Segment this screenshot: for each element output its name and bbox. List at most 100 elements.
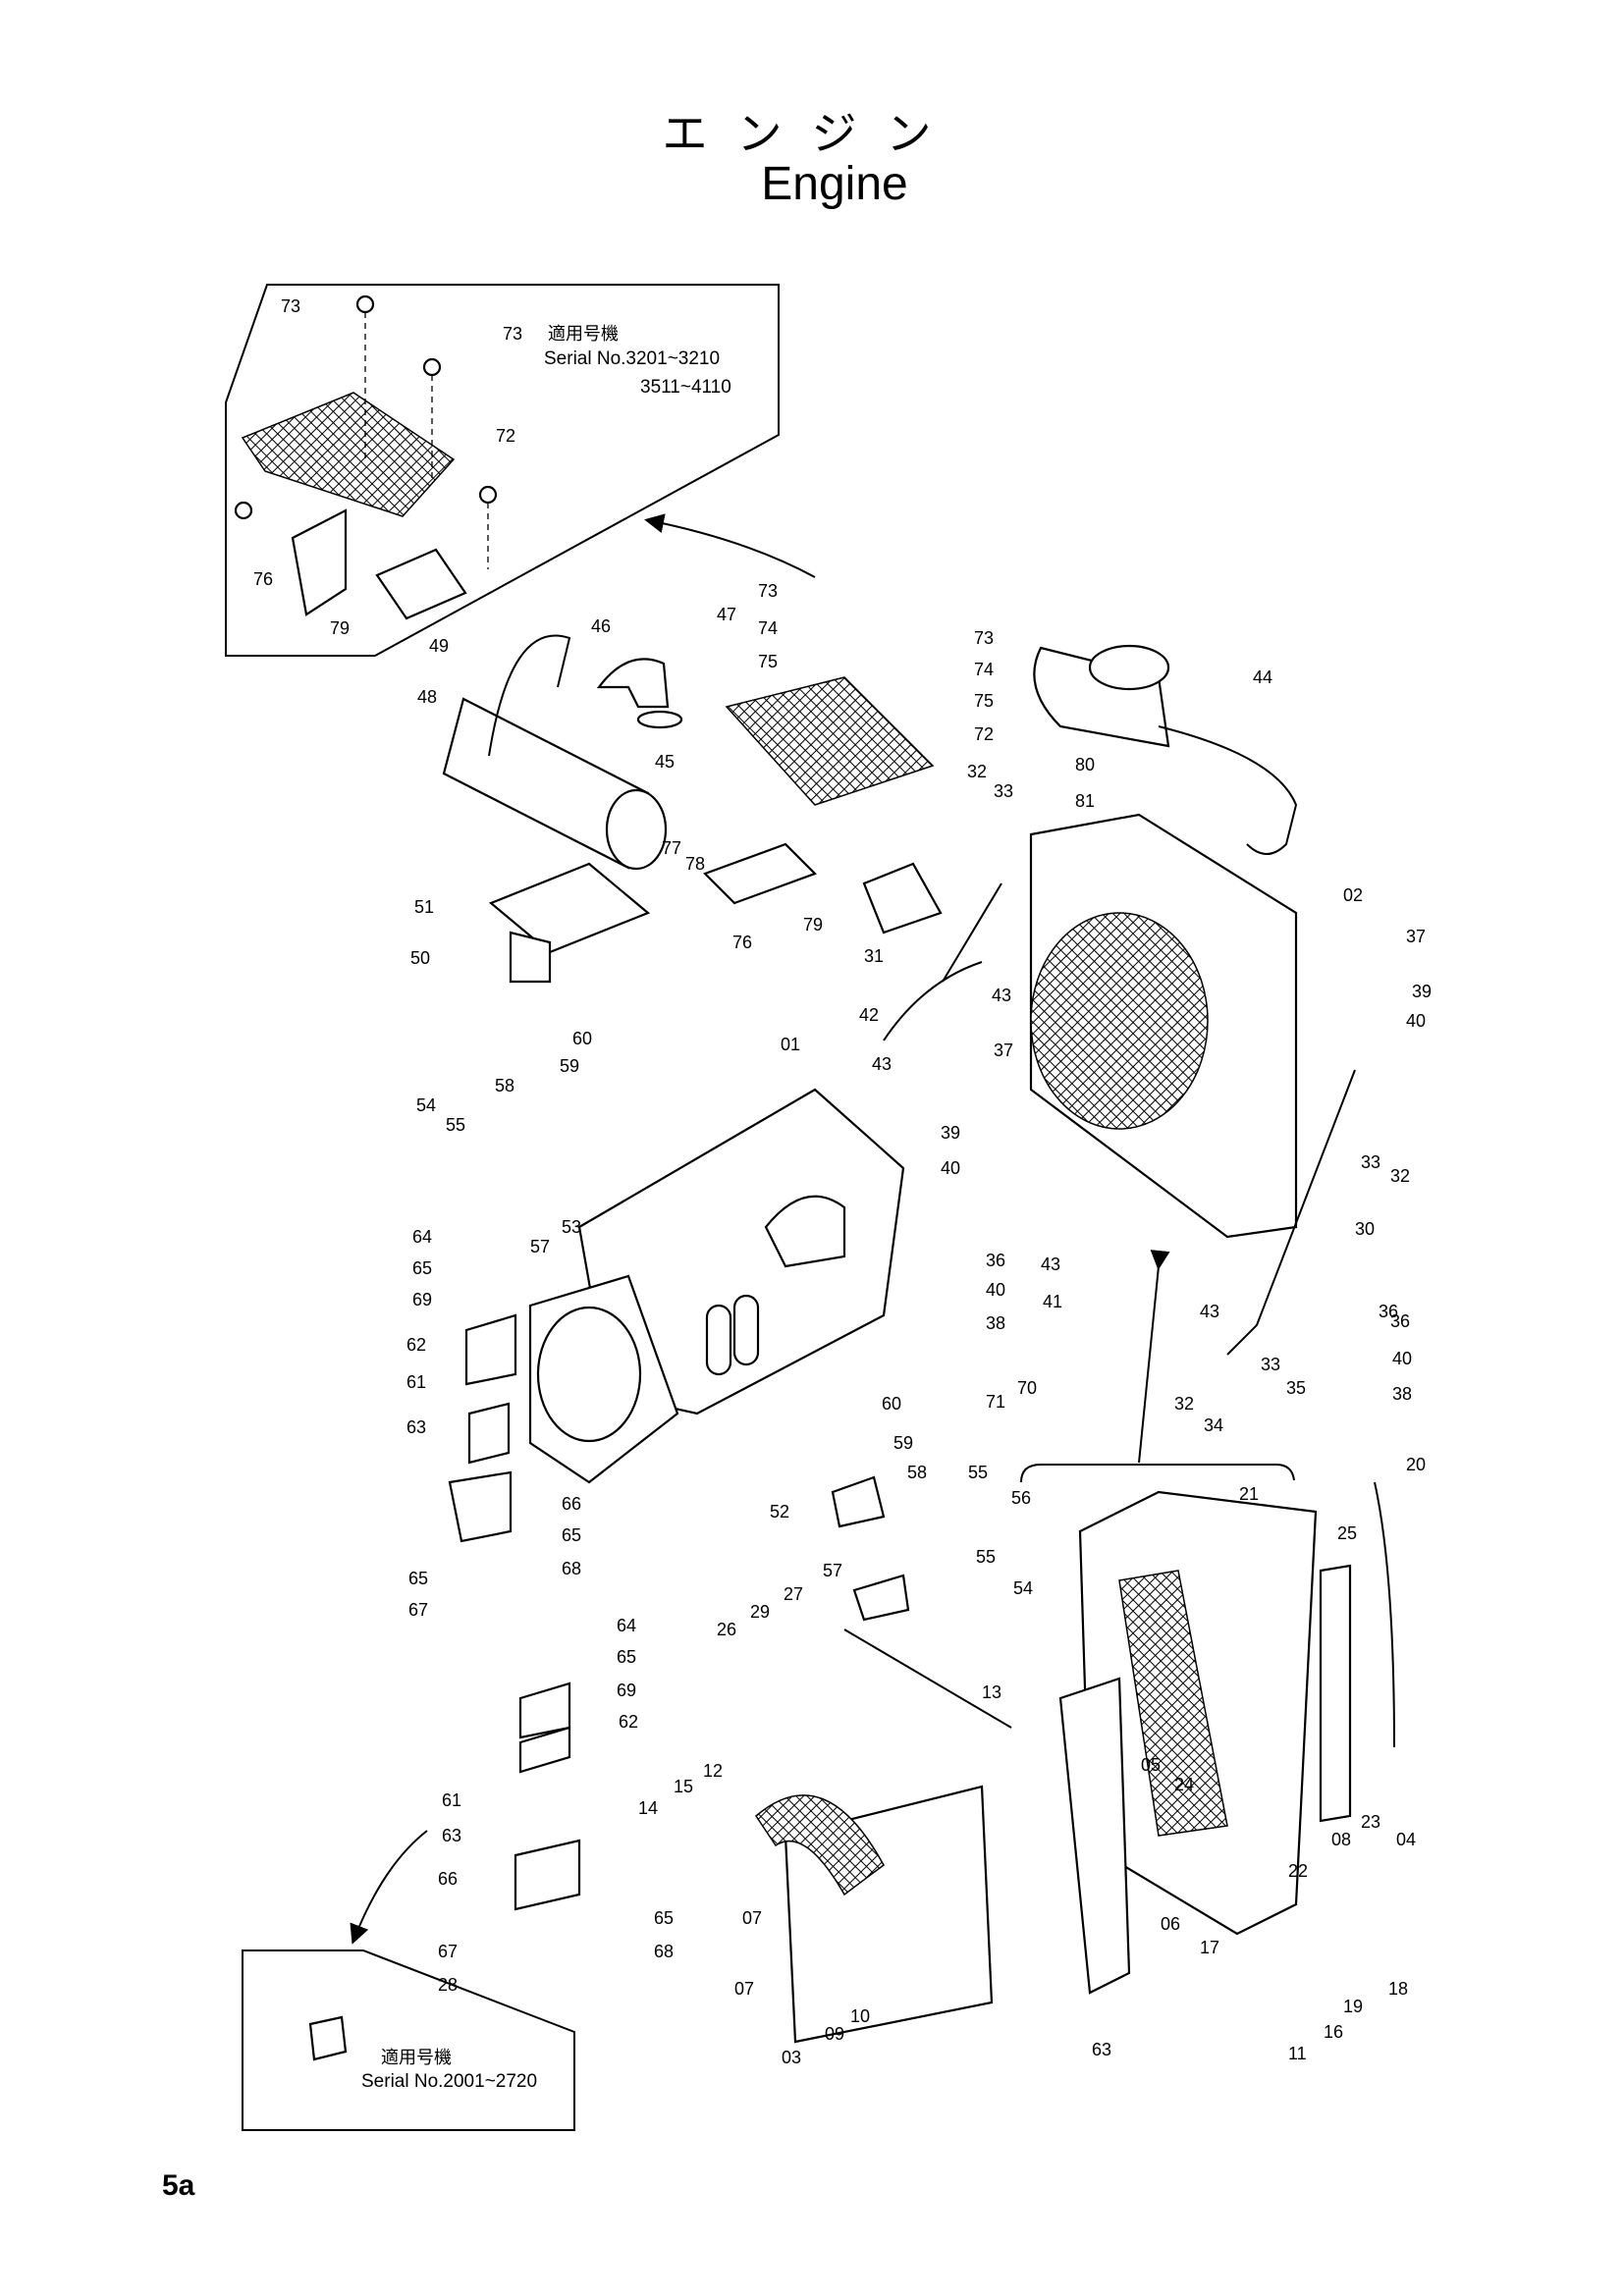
- callout-label: 18: [1388, 1979, 1408, 1999]
- filter-a: [705, 1304, 732, 1376]
- callout-label: 65: [412, 1258, 432, 1278]
- callout-label: 27: [784, 1584, 803, 1604]
- bolt-73-c: [478, 485, 498, 505]
- center-guard-group: [703, 676, 943, 934]
- callout-label: 21: [1239, 1484, 1259, 1504]
- callout-label: 29: [750, 1602, 770, 1622]
- callout-label: 63: [442, 1826, 461, 1845]
- callout-label: 38: [986, 1313, 1005, 1333]
- fan-shroud-mesh: [1030, 912, 1209, 1130]
- callout-label: 36: [986, 1251, 1005, 1270]
- callout-label: 37: [994, 1041, 1013, 1060]
- callout-label: 68: [562, 1559, 581, 1578]
- callout-label: 79: [803, 915, 823, 934]
- bolt-76: [234, 501, 253, 520]
- callout-label: 44: [1253, 667, 1272, 687]
- callout-label: 39: [1412, 982, 1432, 1001]
- callout-label: 07: [742, 1908, 762, 1928]
- callout-label: 17: [1200, 1938, 1219, 1957]
- guard-plate: [241, 392, 456, 517]
- callout-label: 38: [1392, 1384, 1412, 1404]
- callout-label: 65: [562, 1525, 581, 1545]
- callout-label: 59: [893, 1433, 913, 1453]
- callout-label: 61: [406, 1372, 426, 1392]
- callout-label: 04: [1396, 1830, 1416, 1849]
- oil-cooler-22: [1319, 1564, 1352, 1823]
- callout-label: 66: [562, 1494, 581, 1514]
- inset-bottom: 適用号機 Serial No.2001~2720: [242, 1949, 575, 2131]
- callout-label: 69: [617, 1681, 636, 1700]
- mount-63-inset: [308, 2015, 348, 2061]
- bracket-52: [831, 1475, 886, 1528]
- callout-label: 48: [417, 687, 437, 707]
- callout-label: 64: [617, 1616, 636, 1635]
- callout-label: 53: [562, 1217, 581, 1237]
- callout-label: 67: [408, 1600, 428, 1620]
- callout-label: 03: [782, 2048, 801, 2067]
- callout-label: 72: [974, 724, 994, 744]
- callout-label: 36: [1379, 1302, 1398, 1321]
- inset-top-serial-2: 3511~4110: [640, 377, 731, 398]
- callout-label: 71: [986, 1392, 1005, 1412]
- callout-label: 65: [617, 1647, 636, 1667]
- callout-label: 57: [530, 1237, 550, 1256]
- callout-label: 70: [1017, 1378, 1037, 1398]
- callout-label: 62: [406, 1335, 426, 1355]
- callout-label: 25: [1337, 1523, 1357, 1543]
- callout-label: 55: [976, 1547, 996, 1567]
- callout-label: 43: [1041, 1255, 1060, 1274]
- callout-label: 72: [496, 426, 515, 446]
- callout-label: 67: [438, 1942, 458, 1961]
- bracket-51: [488, 862, 651, 954]
- exhaust-elbow: [764, 1195, 846, 1268]
- callout-label: 54: [416, 1095, 436, 1115]
- inset-bottom-pointer: [350, 1830, 428, 1945]
- callout-label: 50: [410, 948, 430, 968]
- callout-label: 43: [872, 1054, 892, 1074]
- bracket-61-b: [518, 1682, 571, 1739]
- callout-label: 32: [967, 762, 987, 781]
- callout-label: 65: [654, 1908, 674, 1928]
- callout-label: 10: [850, 2006, 870, 2026]
- callout-label: 73: [974, 628, 994, 648]
- bolt-73-b: [422, 357, 442, 377]
- callout-label: 66: [438, 1869, 458, 1889]
- stay-26: [843, 1629, 1012, 1729]
- callout-label: 74: [974, 660, 994, 679]
- callout-label: 13: [982, 1682, 1001, 1702]
- inset-top-serial-1: Serial No.3201~3210: [544, 348, 720, 369]
- callout-label: 32: [1174, 1394, 1194, 1414]
- stopper-66-a: [448, 1470, 513, 1543]
- bracket-76: [291, 508, 348, 616]
- callout-label: 60: [572, 1029, 592, 1048]
- callout-label: 12: [703, 1761, 723, 1781]
- callout-label: 43: [1200, 1302, 1219, 1321]
- callout-label: 41: [1043, 1292, 1062, 1311]
- callout-label: 14: [638, 1798, 658, 1818]
- callout-label: 73: [281, 296, 300, 316]
- inset-top-pointer: [644, 513, 816, 578]
- bracket-61-a: [464, 1313, 517, 1386]
- callout-label: 75: [758, 652, 778, 671]
- callout-label: 51: [414, 897, 434, 917]
- callout-label: 40: [1406, 1011, 1426, 1031]
- group-bracket: [1020, 1464, 1295, 1483]
- bracket-79: [375, 548, 467, 620]
- callout-label: 32: [1390, 1166, 1410, 1186]
- callout-label: 73: [503, 324, 522, 344]
- callout-label: 36: [1390, 1311, 1410, 1331]
- callout-label: 76: [253, 569, 273, 589]
- callout-label: 23: [1361, 1812, 1380, 1832]
- page-title-japanese: エンジン: [662, 107, 961, 160]
- callout-label: 19: [1343, 1997, 1363, 2016]
- callout-label: 47: [717, 605, 736, 624]
- callout-label: 35: [1286, 1378, 1306, 1398]
- callout-label: 39: [941, 1123, 960, 1143]
- filter-b: [732, 1294, 760, 1366]
- callout-label: 31: [864, 946, 884, 966]
- callout-label: 49: [429, 636, 449, 656]
- bolt-73-a: [355, 294, 375, 314]
- callout-label: 78: [685, 854, 705, 874]
- page-title-english: Engine: [761, 158, 908, 210]
